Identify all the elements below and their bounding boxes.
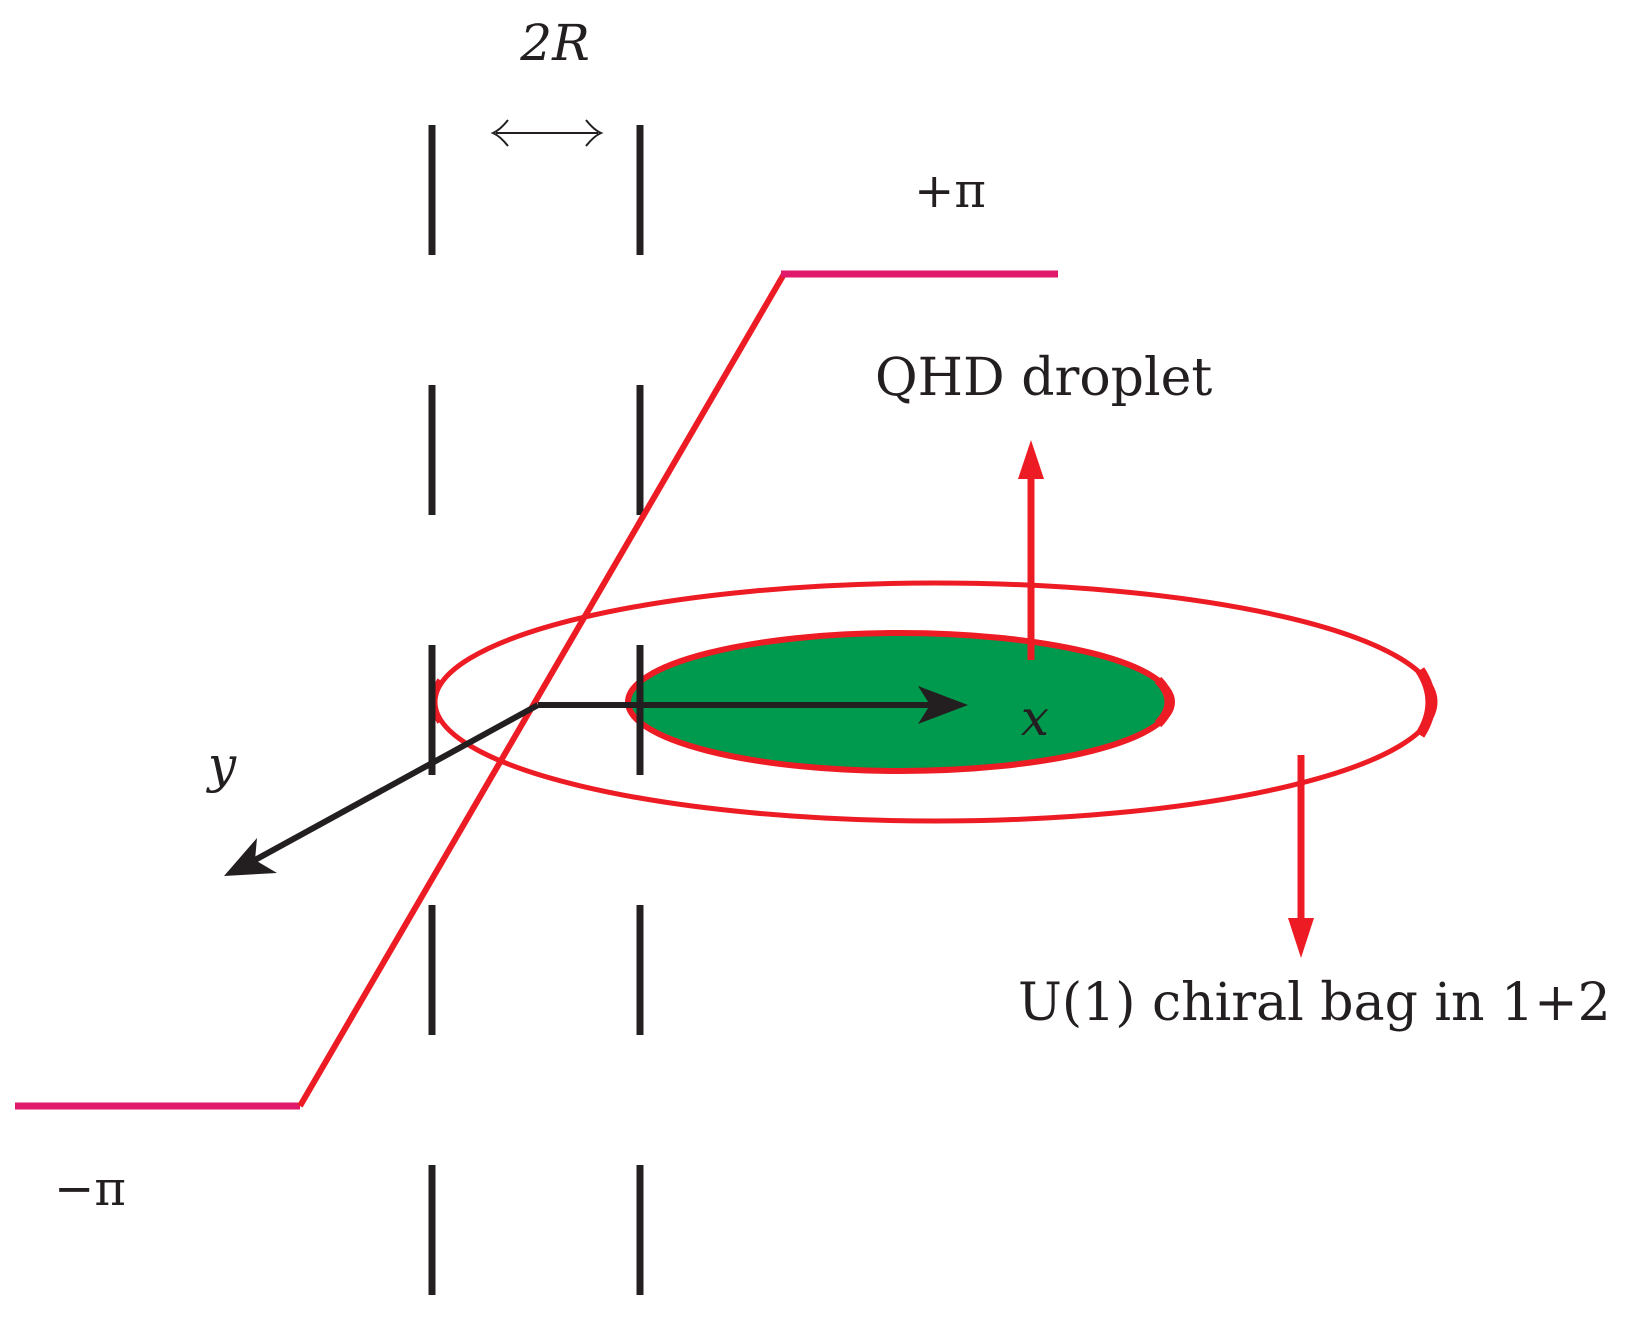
minus-pi-label: −π — [54, 1161, 126, 1217]
x-axis-arrowhead — [918, 686, 968, 724]
bag-pointer-arrowhead — [1288, 918, 1314, 958]
width-arrow-right-head — [585, 119, 604, 147]
plus-pi-label: +π — [914, 163, 986, 219]
y-axis-label: y — [206, 736, 237, 794]
qhd-pointer-arrowhead — [1018, 440, 1044, 479]
y-axis-line — [253, 702, 540, 863]
y-axis-arrowhead — [224, 838, 277, 876]
qhd-droplet-edge-right — [1154, 676, 1174, 728]
chiral-bag-edge-right — [1415, 667, 1436, 738]
profile-ramp — [297, 272, 787, 1108]
chiral-bag-label: U(1) chiral bag in 1+2 — [1018, 973, 1611, 1033]
width-arrow-left-head — [490, 119, 509, 147]
qhd-droplet-label: QHD droplet — [875, 348, 1212, 408]
width-label: 2R — [519, 14, 589, 72]
x-axis-label: x — [1021, 689, 1049, 747]
